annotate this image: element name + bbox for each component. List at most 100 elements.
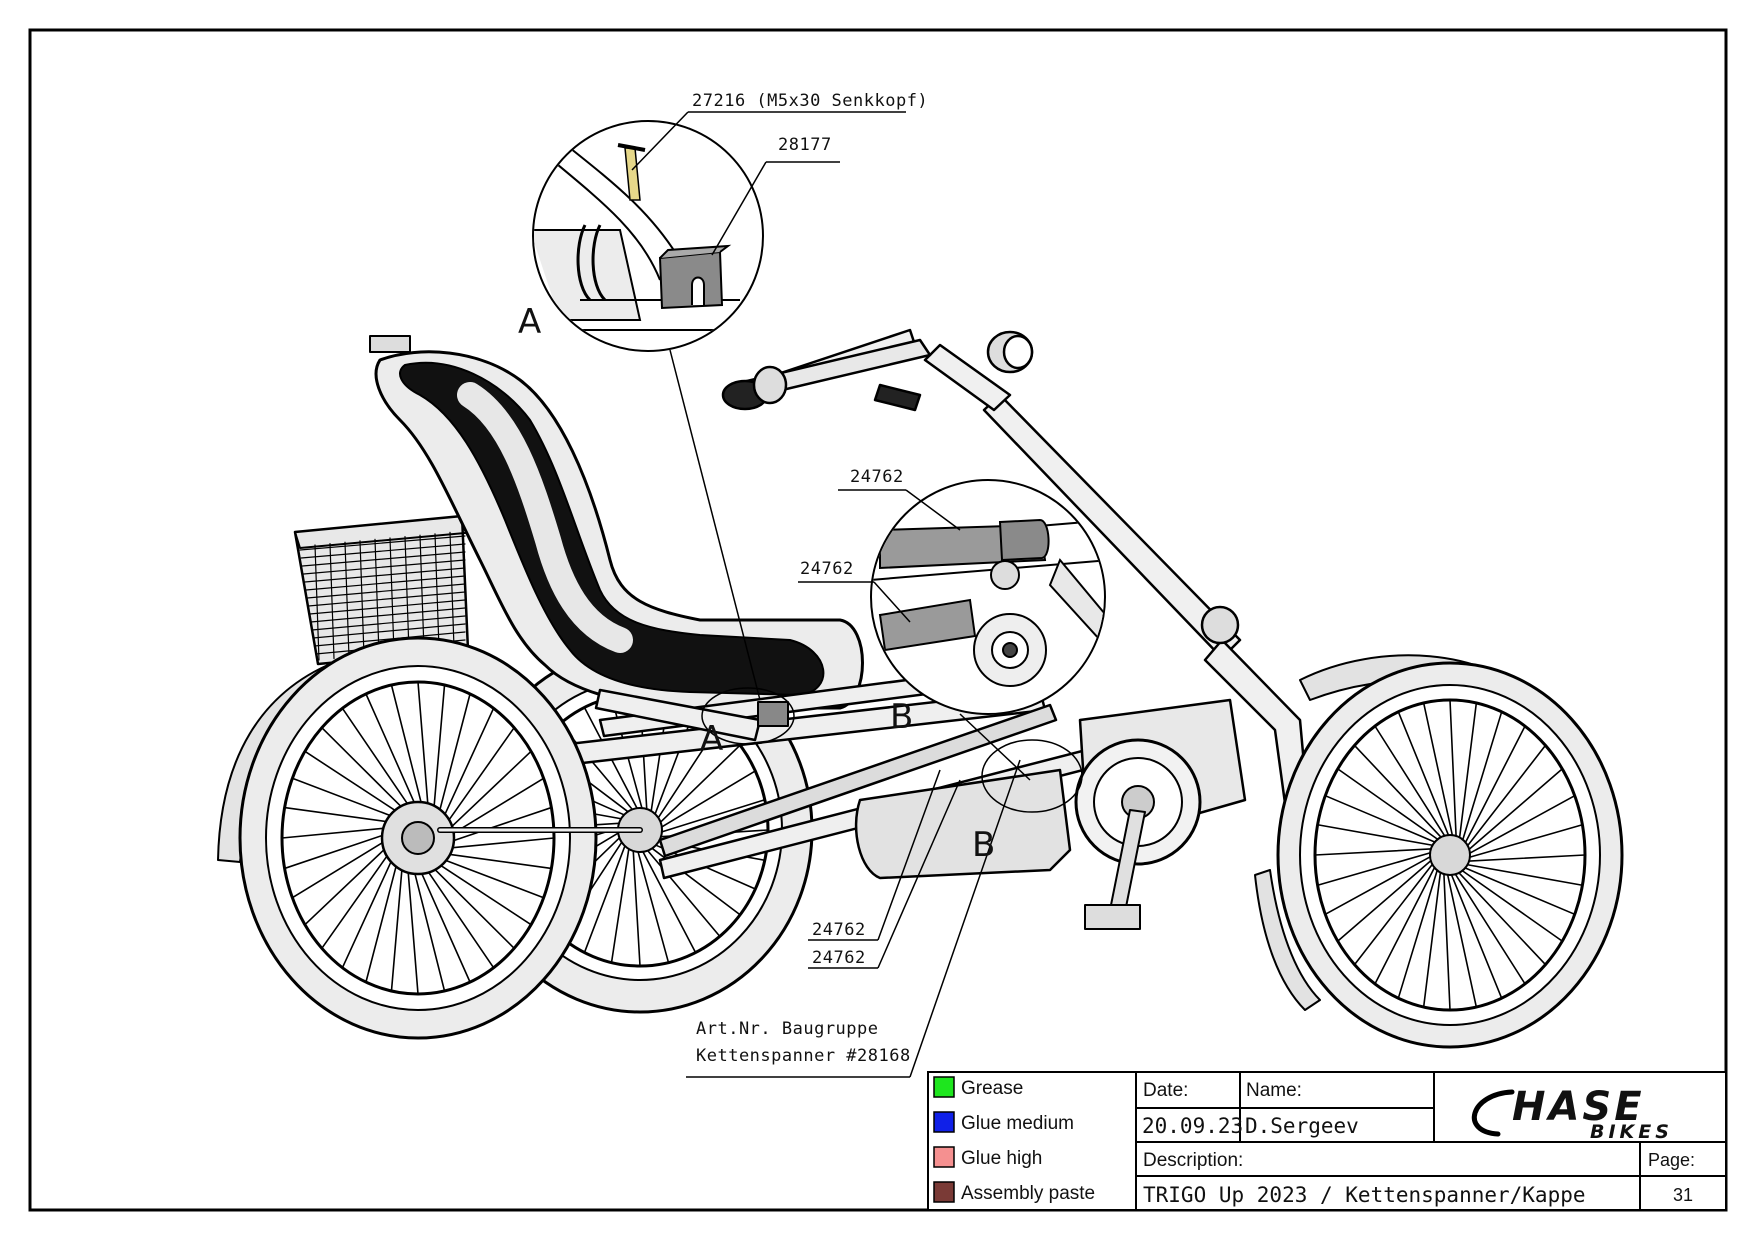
chain-tensioner-cap [757, 701, 789, 727]
wheel-spoke [1324, 854, 1433, 916]
wheel-spoke [1422, 702, 1454, 839]
basket-wire [449, 531, 455, 649]
wheel-spoke [1397, 710, 1451, 838]
handlebar [721, 330, 1034, 412]
wheel-spoke [412, 866, 446, 992]
wheel-spoke [446, 750, 532, 832]
detail-view-b [870, 479, 1106, 715]
name-label: Name: [1246, 1080, 1302, 1101]
callout-assembly-line2: Kettenspanner #28168 [696, 1046, 911, 1066]
wheel-spoke [1316, 851, 1434, 887]
basket-wire [309, 599, 466, 615]
wheel-spoke [1443, 871, 1451, 1011]
legend-swatch [933, 1076, 955, 1098]
wheel-spoke [341, 854, 395, 969]
wheel-spoke [417, 681, 430, 811]
detail-a-view-label: A [518, 302, 541, 342]
wheel-spoke [390, 862, 404, 992]
wheel-spoke [1466, 823, 1584, 859]
wheel-spoke [1422, 869, 1442, 1008]
wheel-spoke [429, 864, 515, 950]
legend-label: Glue high [961, 1148, 1042, 1169]
cap-part-28177 [658, 244, 732, 310]
title-block [1135, 1071, 1727, 1211]
wheel-spoke [447, 777, 545, 838]
wheel-spoke [390, 684, 424, 810]
wheel-spoke [583, 843, 627, 954]
logo-sub-text: BIKES [1590, 1121, 1673, 1143]
basket-wire [344, 541, 350, 658]
wheel-spoke [283, 832, 390, 870]
description-label: Description: [1143, 1150, 1243, 1171]
legend-swatch [933, 1111, 955, 1133]
basket-wire [301, 551, 466, 567]
wheel-spoke [406, 865, 419, 995]
wheel-spoke [444, 726, 515, 827]
logo-main-text: HASE [1512, 1084, 1645, 1130]
basket-wire [374, 538, 380, 656]
wheel-spoke [636, 849, 670, 964]
wheel-spoke [658, 744, 741, 825]
date-label: Date: [1143, 1080, 1188, 1101]
wheel-spoke [1397, 867, 1439, 1000]
wheel-spoke [1458, 702, 1478, 841]
legend-label: Glue medium [961, 1113, 1074, 1134]
wheel-spoke [1462, 866, 1576, 916]
date-value: 20.09.23 [1142, 1114, 1243, 1138]
wheel-spoke [1459, 868, 1564, 942]
wheel-spoke [281, 826, 391, 839]
basket-wire [306, 583, 466, 599]
callout-screw: 27216 (M5x30 Senkkopf) [692, 91, 928, 111]
basket-wire [300, 543, 466, 559]
wheel-spoke [1353, 744, 1444, 840]
hase-bikes-logo: HASE BIKES [1471, 1084, 1673, 1143]
wheel-spoke [418, 867, 471, 983]
wheel-spoke [432, 684, 446, 814]
wheel-spoke [659, 770, 757, 829]
wheel-spoke [321, 726, 407, 812]
basket-wire [419, 534, 425, 651]
detail-b-view-label: B [890, 697, 913, 737]
wheel-spoke [645, 848, 721, 938]
wheel-spoke [437, 693, 471, 817]
wheel-spoke [424, 866, 495, 969]
wheel-spoke [442, 852, 553, 870]
wheel-spoke [441, 707, 495, 822]
wheel-spoke [283, 806, 394, 824]
basket-wire [311, 615, 466, 631]
legend-swatch [933, 1146, 955, 1168]
wheel-spoke [434, 861, 532, 926]
wheel-spoke [1353, 861, 1435, 966]
callout-detail-b-lower: 24762 [800, 559, 854, 579]
detail-b-section-label: B [972, 825, 995, 865]
wheel-spoke [1374, 725, 1447, 839]
rear-wheel-left [238, 636, 598, 1040]
callout-main-lower: 24762 [812, 948, 866, 968]
wheel-spoke [445, 837, 555, 850]
wheel-spoke [1336, 768, 1441, 842]
page-label: Page: [1648, 1150, 1695, 1170]
wheel-spoke [446, 806, 553, 844]
wheel-spoke [1316, 823, 1436, 847]
wheel-spoke [1466, 854, 1586, 862]
wheel-spoke [1453, 871, 1526, 985]
wheel-spoke [291, 777, 397, 819]
basket-wire [434, 533, 440, 650]
wheel-spoke [439, 857, 545, 899]
rear-basket [293, 514, 470, 666]
wheel-spoke [1467, 794, 1576, 856]
basket-wire [307, 591, 466, 607]
description-value: TRIGO Up 2023 / Kettenspanner/Kappe [1143, 1183, 1586, 1207]
wheel-spoke [641, 849, 697, 954]
front-wheel [1254, 654, 1624, 1049]
wheel-spoke [1449, 872, 1503, 1000]
basket-wire [314, 544, 320, 661]
wheel-spoke [1314, 848, 1434, 856]
basket-wire [299, 535, 466, 551]
wheel-spoke [365, 693, 418, 809]
basket-wire [404, 535, 410, 653]
detail-view-a [532, 120, 764, 352]
callout-main-upper: 24762 [812, 920, 866, 940]
tricycle-illustration [217, 328, 1624, 1049]
wheel-spoke [1374, 864, 1437, 985]
